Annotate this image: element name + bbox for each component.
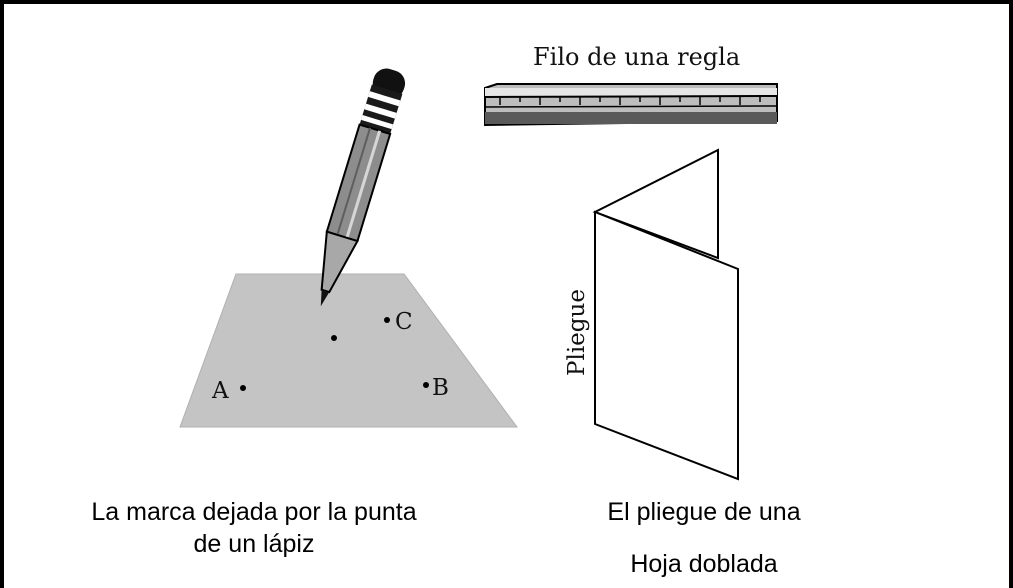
illustration: C A B Filo de una regla: [179, 43, 778, 481]
caption-right: El pliegue de una Hoja doblada: [564, 496, 844, 580]
plane-sheet: [179, 273, 518, 428]
ruler-icon: [484, 83, 778, 127]
caption-left: La marca dejada por la punta de un lápiz: [44, 496, 464, 560]
point-b-label: B: [432, 375, 449, 401]
fold-label: Pliegue: [564, 289, 590, 376]
pencil-icon: [320, 68, 406, 307]
point-c-dot: [384, 317, 390, 323]
point-a-label: A: [211, 378, 229, 404]
ruler-label: Filo de una regla: [533, 43, 740, 71]
point-c-label: C: [395, 309, 413, 335]
caption-right-line-1: El pliegue de una: [607, 498, 801, 526]
caption-left-line-2: de un lápiz: [193, 530, 315, 558]
point-a-dot: [240, 385, 246, 391]
pencil-mark-point: [331, 335, 337, 341]
caption-left-line-1: La marca dejada por la punta: [91, 498, 417, 526]
folded-sheet: [592, 148, 739, 481]
caption-right-line-2: Hoja doblada: [630, 550, 778, 578]
point-b-dot: [423, 382, 429, 388]
